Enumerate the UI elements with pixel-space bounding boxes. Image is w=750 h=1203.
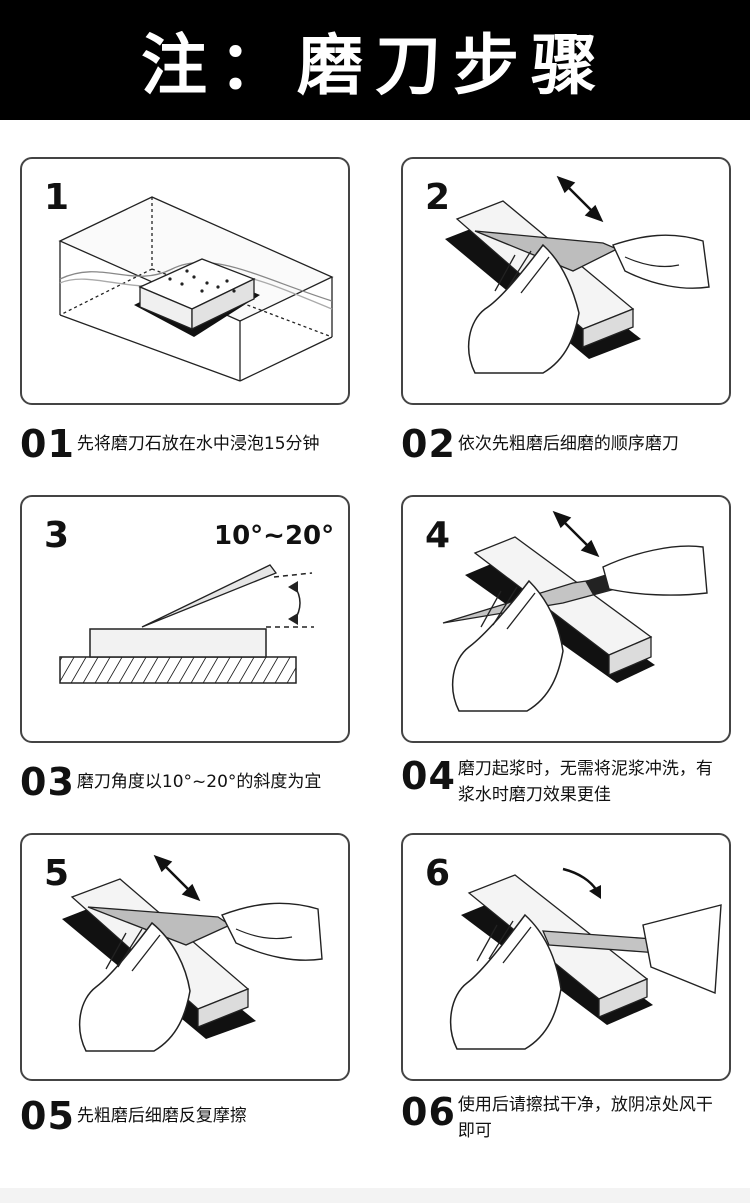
- caption-text: 先粗磨后细磨反复摩擦: [76, 1106, 247, 1126]
- caption-text: 磨刀起浆时，无需将泥浆冲洗，有浆水时磨刀效果更佳: [457, 759, 713, 805]
- coarse-sharpening-illustration: [445, 175, 710, 374]
- step-1-caption: 01 先将磨刀石放在水中浸泡15分钟: [20, 424, 360, 464]
- caption-number: 02: [401, 422, 456, 466]
- step-6-caption: 06 使用后请擦拭干净，放阴凉处风干即可: [401, 1092, 741, 1144]
- step-number: 3: [44, 515, 70, 556]
- slurry-sharpening-illustration: [442, 510, 708, 712]
- step-3-panel: 3 10°~20°: [20, 495, 350, 743]
- caption-number: 05: [20, 1094, 75, 1138]
- step-number: 5: [44, 853, 70, 894]
- caption-number: 06: [401, 1090, 456, 1134]
- page-title: 注：磨刀步骤: [0, 0, 750, 120]
- clean-and-dry-illustration: [449, 867, 722, 1050]
- step-2-caption: 02 依次先粗磨后细磨的顺序磨刀: [401, 424, 741, 464]
- bottom-band: [0, 1188, 750, 1203]
- caption-text: 依次先粗磨后细磨的顺序磨刀: [457, 434, 679, 454]
- step-number: 2: [425, 177, 451, 218]
- step-2-panel: 2: [401, 157, 731, 405]
- angle-label: 10°~20°: [214, 521, 335, 551]
- step-number: 6: [425, 853, 451, 894]
- water-tank-illustration: [58, 196, 334, 382]
- step-4-caption: 04 磨刀起浆时，无需将泥浆冲洗，有浆水时磨刀效果更佳: [401, 756, 741, 808]
- step-5-caption: 05 先粗磨后细磨反复摩擦: [20, 1096, 360, 1136]
- step-6-panel: 6: [401, 833, 731, 1081]
- step-4-panel: 4: [401, 495, 731, 743]
- caption-text: 磨刀角度以10°~20°的斜度为宜: [76, 772, 322, 792]
- sharpening-angle-illustration: [59, 564, 314, 684]
- step-number: 4: [425, 515, 451, 556]
- caption-number: 04: [401, 754, 456, 798]
- step-1-panel: 1: [20, 157, 350, 405]
- step-5-panel: 5: [20, 833, 350, 1081]
- step-number: 1: [44, 177, 70, 218]
- repeated-friction-illustration: [62, 854, 323, 1052]
- caption-number: 01: [20, 422, 75, 466]
- caption-text: 使用后请擦拭干净，放阴凉处风干即可: [457, 1095, 713, 1141]
- caption-text: 先将磨刀石放在水中浸泡15分钟: [76, 434, 320, 454]
- caption-number: 03: [20, 760, 75, 804]
- step-3-caption: 03 磨刀角度以10°~20°的斜度为宜: [20, 762, 360, 802]
